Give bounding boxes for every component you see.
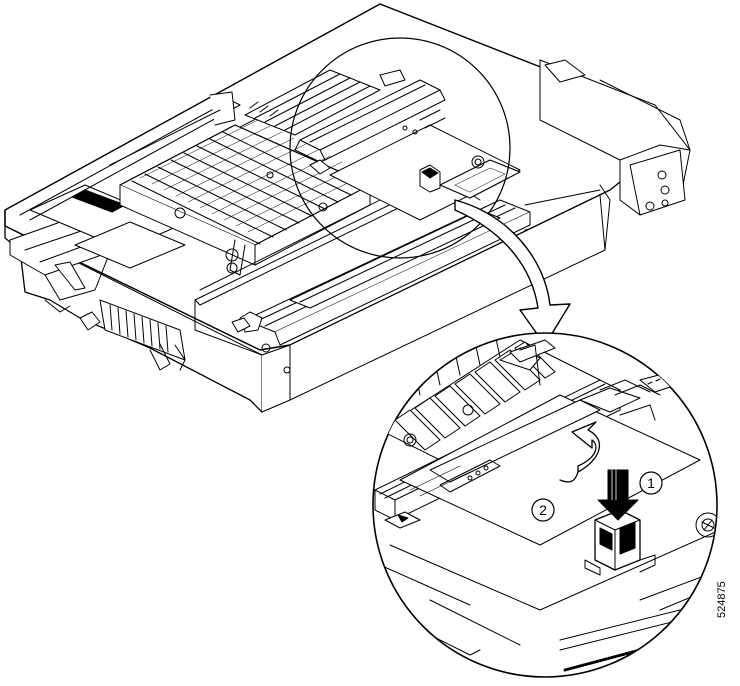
- memory-heatsink-small: [244, 69, 381, 136]
- screw-hole-icon: [660, 185, 670, 195]
- screw-hole-icon: [645, 201, 655, 211]
- figure-id-label: 524875: [716, 581, 728, 618]
- screw-icon: [174, 207, 186, 219]
- screw-hole-icon: [657, 170, 667, 180]
- screw-icon: [283, 366, 291, 374]
- standoff-screw-icon: [695, 512, 717, 538]
- cpu-heatsink: [119, 119, 371, 276]
- screw-hole-icon: [661, 199, 669, 207]
- callout-2-label: 2: [539, 502, 547, 518]
- callout-2: 2: [531, 498, 555, 522]
- rotate-up-arrow: [559, 421, 600, 483]
- detail-callout-circle: [289, 37, 511, 259]
- server-module-chassis: [4, 3, 691, 413]
- screw-icon: [471, 155, 485, 169]
- screw-icon: [403, 433, 417, 447]
- screw-icon: [318, 202, 328, 212]
- riser-board: [294, 69, 521, 221]
- latch-clip: [584, 509, 656, 576]
- callout-1-label: 1: [647, 475, 655, 491]
- screw-icon: [261, 343, 271, 353]
- callout-1: 1: [639, 471, 663, 495]
- dimm-slot-rails: [194, 174, 531, 356]
- press-down-arrow: [597, 469, 639, 521]
